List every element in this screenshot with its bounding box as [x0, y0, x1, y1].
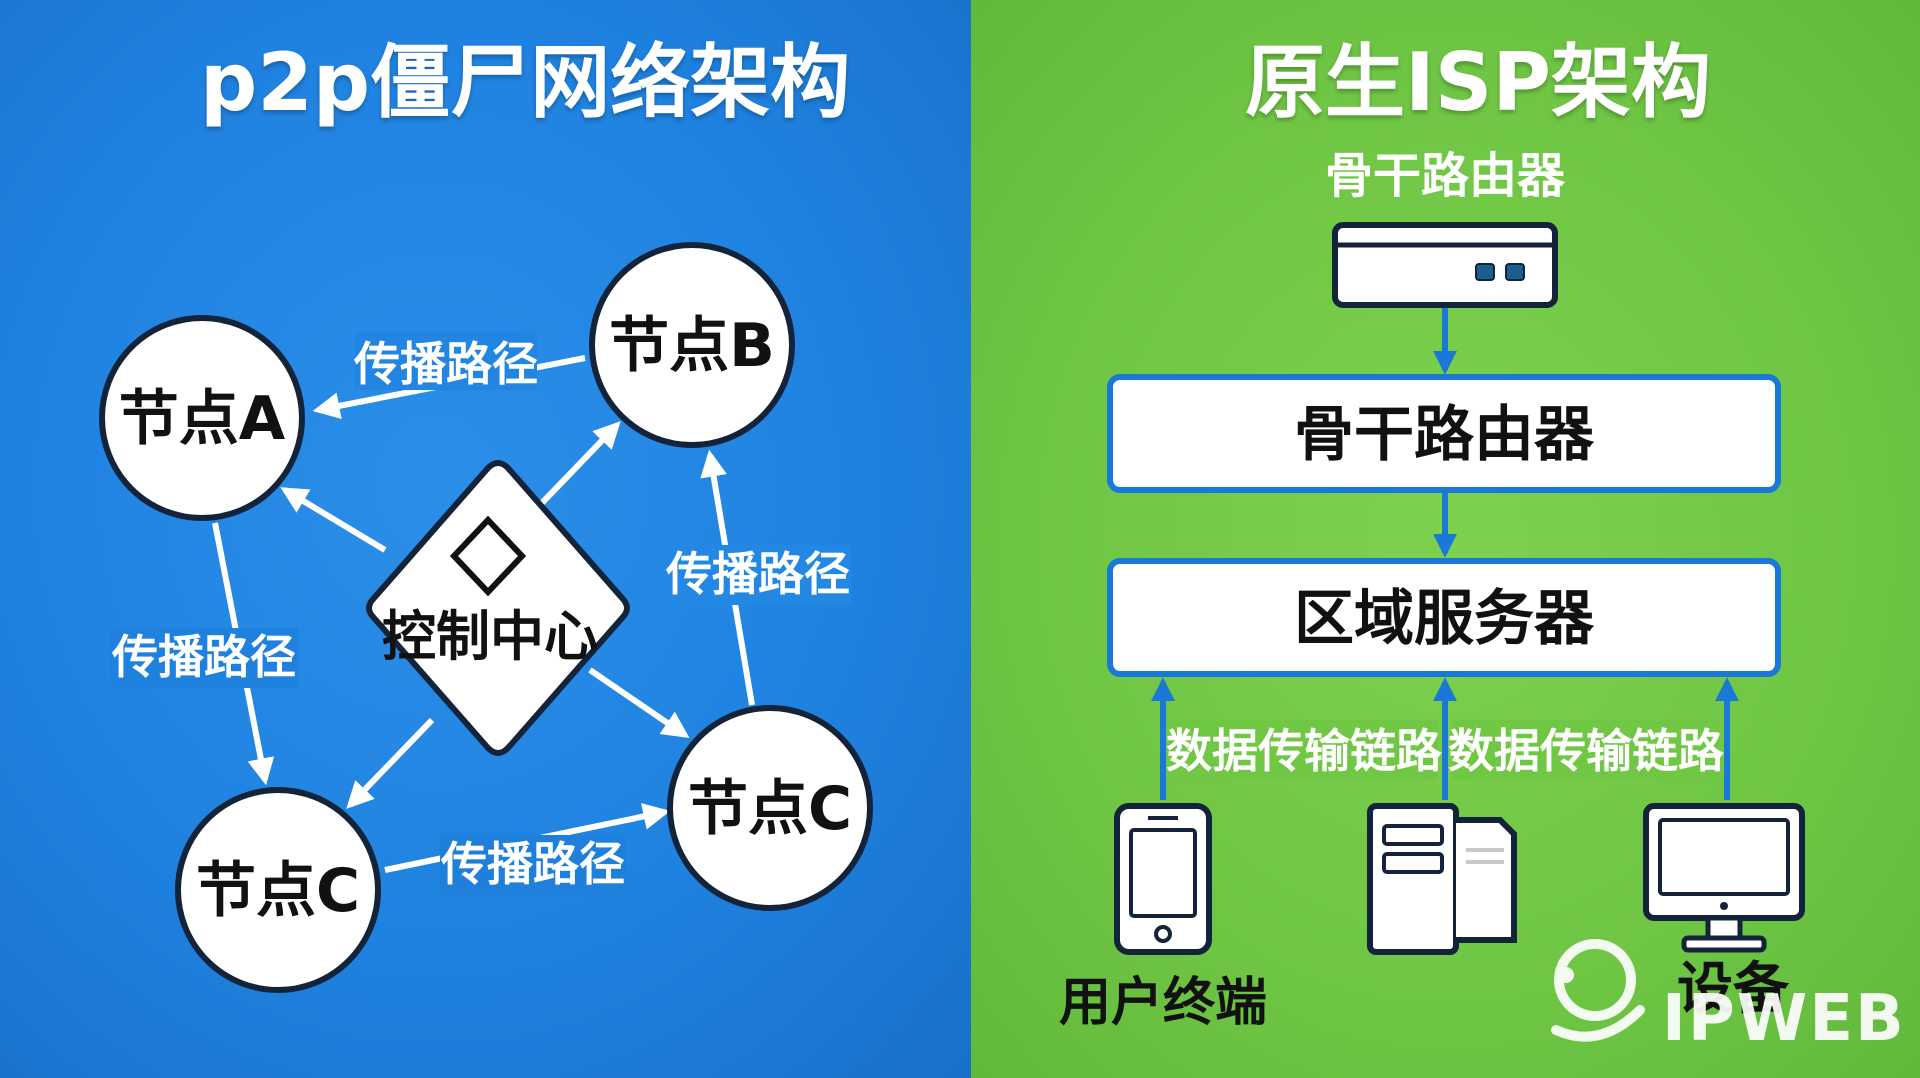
edge-label-top: 传播路径: [353, 337, 538, 391]
link-label-right: 数据传输链路: [1448, 724, 1725, 778]
isp-arrows: [1151, 308, 1739, 800]
device-label: 设备: [1677, 957, 1790, 1022]
regional-server-box: 区域服务器: [1107, 558, 1781, 677]
top-router-label: 骨干路由器: [1325, 148, 1566, 204]
user-terminal-label: 用户终端: [1059, 973, 1267, 1033]
control-center: 控制中心: [366, 460, 630, 756]
isp-architecture-title: 原生ISP架构: [1245, 36, 1712, 129]
node-a: 节点A: [99, 315, 305, 521]
top-router: 骨干路由器: [1325, 148, 1566, 308]
edge-label-right: 传播路径: [665, 547, 850, 601]
node-a-label: 节点A: [119, 384, 286, 454]
node-b: 节点B: [589, 242, 795, 448]
node-c-right-label: 节点C: [688, 774, 852, 844]
ipweb-logo-icon: [1551, 939, 1645, 1042]
link-label-left: 数据传输链路: [1166, 724, 1443, 778]
backbone-router-box-label: 骨干路由器: [1294, 400, 1595, 470]
node-c-left: 节点C: [175, 787, 381, 993]
control-center-icon: [449, 515, 527, 597]
monitor-icon: [1643, 803, 1805, 953]
node-c-left-label: 节点C: [196, 856, 360, 926]
edge-center-to-a: [280, 487, 387, 553]
backbone-router-box: 骨干路由器: [1107, 374, 1781, 493]
p2p-architecture-title: p2p僵尸网络架构: [200, 36, 851, 129]
p2p-edge-labels: 传播路径 传播路径 传播路径 传播路径: [110, 332, 851, 895]
control-center-label: 控制中心: [382, 605, 598, 668]
edge-label-bottom: 传播路径: [440, 837, 625, 891]
regional-server-box-label: 区域服务器: [1294, 584, 1595, 654]
edge-center-to-c-right: [588, 667, 690, 739]
phone-icon: [1114, 803, 1212, 955]
node-c-right: 节点C: [667, 705, 873, 911]
link-labels: 数据传输链路 数据传输链路: [1166, 720, 1725, 780]
edge-center-to-c-left: [346, 717, 435, 809]
node-b-label: 节点B: [609, 311, 775, 381]
ipweb-watermark: IPWEB: [1551, 939, 1906, 1056]
edge-label-left: 传播路径: [111, 630, 296, 684]
server-tower-icon: [1367, 803, 1517, 955]
edge-center-to-b: [537, 421, 621, 508]
watermark-text: IPWEB: [1662, 982, 1906, 1056]
